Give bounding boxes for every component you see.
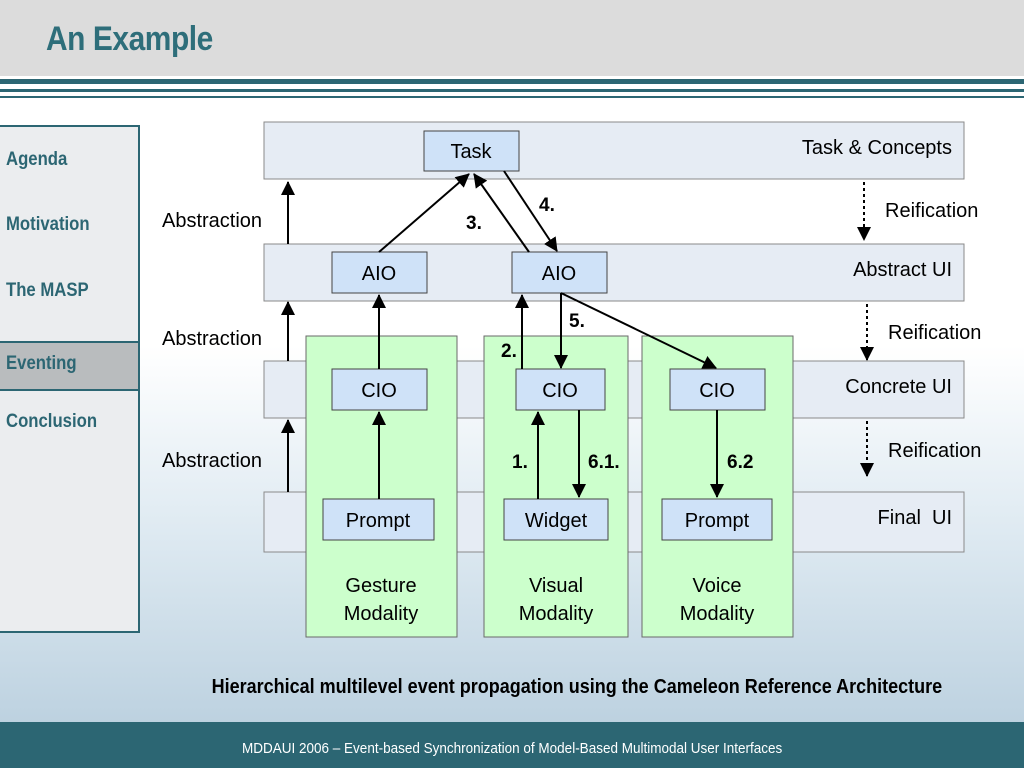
sidebar-nav: Agenda Motivation The MASP Eventing Conc… bbox=[0, 125, 140, 633]
sidebar-item-label: Eventing bbox=[6, 353, 77, 374]
sidebar-item-eventing[interactable]: Eventing bbox=[0, 341, 138, 391]
abstraction-label-3: Abstraction bbox=[162, 450, 262, 472]
step-label-3: 3. bbox=[466, 213, 482, 234]
level-band-task bbox=[263, 121, 965, 180]
abstraction-label-1: Abstraction bbox=[162, 210, 262, 232]
diagram-caption-text: Hierarchical multilevel event propagatio… bbox=[211, 676, 943, 698]
slide-title: An Example bbox=[46, 20, 213, 58]
node-cio-gesture-label: CIO bbox=[361, 380, 397, 402]
header-rule-thin bbox=[0, 96, 1024, 98]
node-cio-visual-label: CIO bbox=[542, 380, 578, 402]
node-cio-voice-box[interactable] bbox=[669, 368, 766, 411]
node-prompt-voice-box[interactable] bbox=[661, 498, 773, 541]
reification-label-2: Reification bbox=[888, 322, 981, 344]
node-prompt-gesture-box[interactable] bbox=[322, 498, 435, 541]
step-label-5: 5. bbox=[569, 311, 585, 332]
header-rule-mid bbox=[0, 89, 1024, 92]
level-label-concrete: Concrete UI bbox=[845, 376, 952, 398]
reification-label-3: Reification bbox=[888, 440, 981, 462]
level-label-abstract: Abstract UI bbox=[853, 259, 952, 281]
node-aio-left-box[interactable] bbox=[331, 251, 428, 294]
footer-text: MDDAUI 2006 – Event-based Synchronizatio… bbox=[0, 740, 1024, 757]
node-prompt-voice-label: Prompt bbox=[685, 510, 750, 532]
node-cio-voice-label: CIO bbox=[699, 380, 735, 402]
sidebar-item-conclusion[interactable]: Conclusion bbox=[0, 401, 138, 449]
node-aio-right-box[interactable] bbox=[511, 251, 608, 294]
node-task-label: Task bbox=[450, 141, 492, 163]
step-label-1: 1. bbox=[512, 452, 528, 473]
node-task-box[interactable] bbox=[423, 130, 520, 172]
step-label-6-1: 6.1. bbox=[588, 452, 620, 473]
level-label-final: Final UI bbox=[878, 507, 952, 529]
node-widget-visual-label: Widget bbox=[525, 510, 588, 532]
sidebar-item-agenda[interactable]: Agenda bbox=[0, 139, 138, 187]
sidebar-item-motivation[interactable]: Motivation bbox=[0, 204, 138, 252]
sidebar-item-label: Conclusion bbox=[6, 411, 98, 432]
sidebar-item-label: Motivation bbox=[6, 214, 90, 235]
abstraction-label-2: Abstraction bbox=[162, 328, 262, 350]
node-aio-right-label: AIO bbox=[542, 263, 576, 285]
diagram-caption: Hierarchical multilevel event propagatio… bbox=[0, 676, 1024, 699]
header-rule-thick bbox=[0, 79, 1024, 84]
flow-arrow-step-4 bbox=[503, 170, 558, 252]
sidebar-item-label: Agenda bbox=[6, 149, 68, 170]
flow-arrow-aio-left-to-task bbox=[378, 173, 470, 253]
sidebar-item-label: The MASP bbox=[6, 280, 89, 301]
sidebar-item-the-masp[interactable]: The MASP bbox=[0, 270, 138, 318]
step-label-2: 2. bbox=[501, 341, 517, 362]
flow-arrow-step-3 bbox=[473, 173, 530, 253]
slide-header bbox=[0, 0, 1024, 76]
level-label-task: Task & Concepts bbox=[802, 137, 952, 159]
node-widget-visual-box[interactable] bbox=[503, 498, 609, 541]
node-cio-visual-box[interactable] bbox=[515, 368, 606, 411]
step-label-6-2: 6.2 bbox=[727, 452, 753, 473]
step-label-4: 4. bbox=[539, 195, 555, 216]
node-aio-left-label: AIO bbox=[362, 263, 396, 285]
slide-footer bbox=[0, 722, 1024, 768]
node-prompt-gesture-label: Prompt bbox=[346, 510, 411, 532]
footer-text-label: MDDAUI 2006 – Event-based Synchronizatio… bbox=[241, 740, 783, 757]
flow-arrow-step-5 bbox=[560, 292, 717, 369]
reification-label-1: Reification bbox=[885, 200, 978, 222]
